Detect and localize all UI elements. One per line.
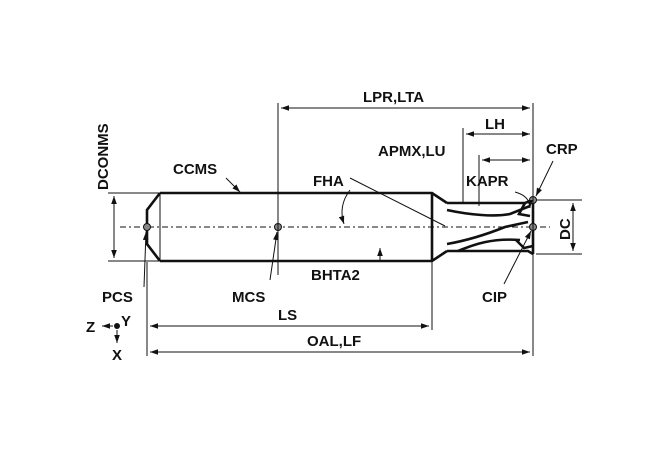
fha-label: FHA — [313, 173, 344, 190]
axis-indicator — [102, 323, 120, 343]
head-bottom-edge — [447, 249, 534, 256]
crp-leader — [535, 160, 554, 197]
flute-middle — [446, 220, 529, 246]
shank-bottom-edge — [160, 249, 448, 263]
pcs-leader — [142, 231, 149, 288]
fha-angle-arc — [338, 189, 351, 225]
lh-label: LH — [485, 116, 505, 133]
mcs-leader — [269, 231, 279, 281]
bhta2-label: BHTA2 — [311, 267, 360, 284]
cip-leader — [503, 230, 532, 285]
y-axis-label: Y — [121, 313, 131, 330]
ls-label: LS — [278, 307, 297, 324]
cip-label: CIP — [482, 289, 507, 306]
flute-upper — [446, 204, 531, 217]
shank-top-edge — [160, 191, 448, 205]
leader-lines — [142, 160, 554, 288]
oal-lf-label: OAL,LF — [307, 333, 361, 350]
x-axis-label: X — [112, 347, 122, 364]
dimension-lines — [111, 105, 576, 355]
axis-origin — [114, 323, 120, 329]
pcs-point — [143, 223, 151, 231]
z-axis-label: Z — [86, 319, 95, 336]
dc-label: DC — [557, 218, 574, 240]
dconms-label: DCONMS — [95, 123, 112, 190]
lpr-lta-label: LPR,LTA — [363, 89, 424, 106]
extension-lines — [108, 103, 582, 356]
cutting-edge-top — [516, 202, 531, 218]
apmx-lu-label: APMX,LU — [378, 143, 446, 160]
crp-label: CRP — [546, 141, 578, 158]
kapr-label: KAPR — [466, 173, 509, 190]
ccms-leader — [225, 177, 241, 193]
flute-lower — [457, 238, 521, 253]
pcs-label: PCS — [102, 289, 133, 306]
ccms-label: CCMS — [173, 161, 217, 178]
head-top-edge — [447, 198, 534, 205]
cutting-edge-bottom — [515, 239, 534, 250]
mcs-label: MCS — [232, 289, 265, 306]
fha-leader — [349, 177, 446, 227]
kapr-angle-arc — [514, 191, 533, 209]
